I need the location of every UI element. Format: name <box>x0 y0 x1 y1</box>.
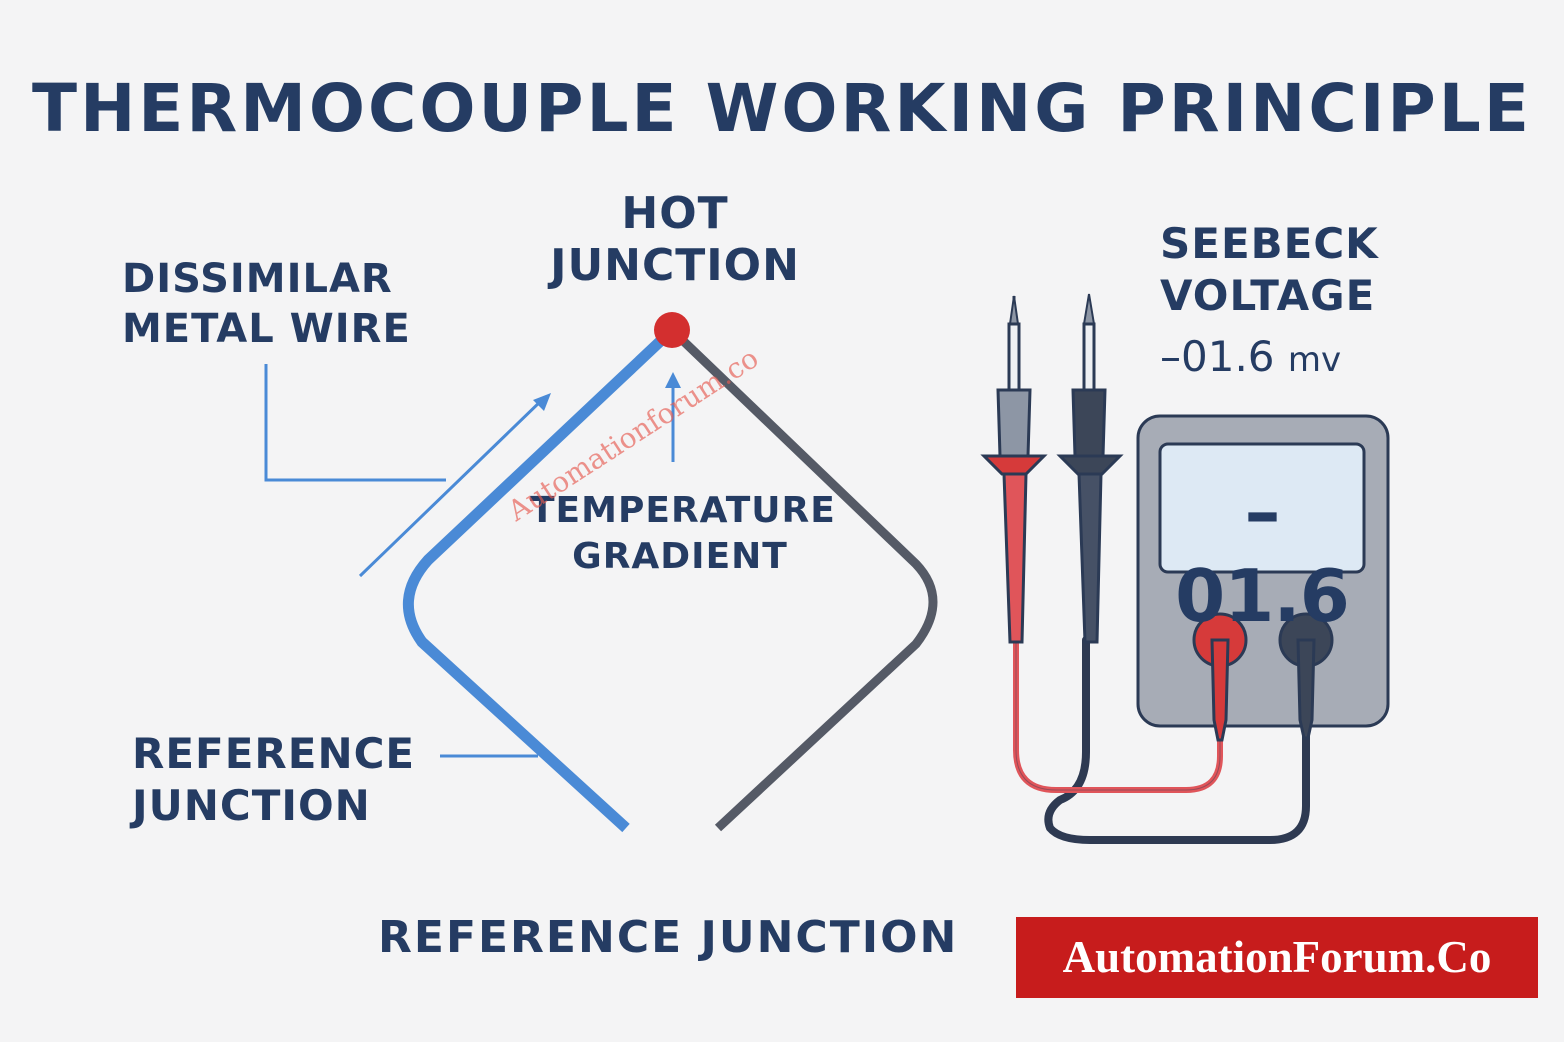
hot-junction-dot <box>654 312 690 348</box>
metal-wire-a <box>403 329 672 833</box>
dissimilar-wire-label: DISSIMILAR METAL WIRE <box>122 254 411 354</box>
temperature-gradient-label-line-2: GRADIENT <box>572 536 788 577</box>
reference-junction-side-label: REFERENCE JUNCTION <box>132 728 415 832</box>
red-test-probe-icon <box>980 295 1048 644</box>
reference-junction-side-label-line-2: JUNCTION <box>132 781 371 830</box>
reference-junction-side-label-line-1: REFERENCE <box>132 729 416 778</box>
multimeter-screen <box>1158 442 1366 574</box>
temperature-gradient-label: TEMPERATURE GRADIENT <box>530 488 836 580</box>
dissimilar-wire-leader <box>264 364 446 482</box>
seebeck-voltage-label-line-2: VOLTAGE <box>1160 271 1376 320</box>
voltage-reading-value: –01.6 <box>1160 332 1275 381</box>
hot-junction-label: HOT JUNCTION <box>530 188 820 292</box>
brand-banner: AutomationForum.Co <box>1016 917 1538 998</box>
multimeter-display-value: –01.6 <box>1175 470 1350 638</box>
voltage-reading-unit: mv <box>1287 340 1342 380</box>
hot-junction-label-line-1: HOT <box>621 188 729 239</box>
temperature-gradient-label-line-1: TEMPERATURE <box>530 490 836 531</box>
dissimilar-wire-label-line-1: DISSIMILAR <box>122 256 393 302</box>
red-lead-cable-outline <box>1015 640 1221 791</box>
page-title: THERMOCOUPLE WORKING PRINCIPLE <box>32 70 1532 147</box>
black-plug <box>1296 638 1316 740</box>
red-lead-cable <box>1013 637 1223 793</box>
temperature-gradient-arrowhead <box>665 372 681 388</box>
hot-junction-label-line-2: JUNCTION <box>550 240 800 291</box>
wire-direction-arrowhead <box>533 393 551 411</box>
dissimilar-wire-label-line-2: METAL WIRE <box>122 306 411 352</box>
voltage-reading: –01.6 mv <box>1160 332 1341 381</box>
black-test-probe-icon <box>1056 293 1124 644</box>
metal-wire-b <box>672 330 938 832</box>
seebeck-voltage-label-line-1: SEEBECK <box>1160 219 1379 268</box>
seebeck-voltage-label: SEEBECK VOLTAGE <box>1160 218 1379 322</box>
wire-direction-arrow <box>358 396 546 578</box>
red-plug <box>1210 638 1230 742</box>
reference-junction-bottom-label: REFERENCE JUNCTION <box>378 912 959 963</box>
